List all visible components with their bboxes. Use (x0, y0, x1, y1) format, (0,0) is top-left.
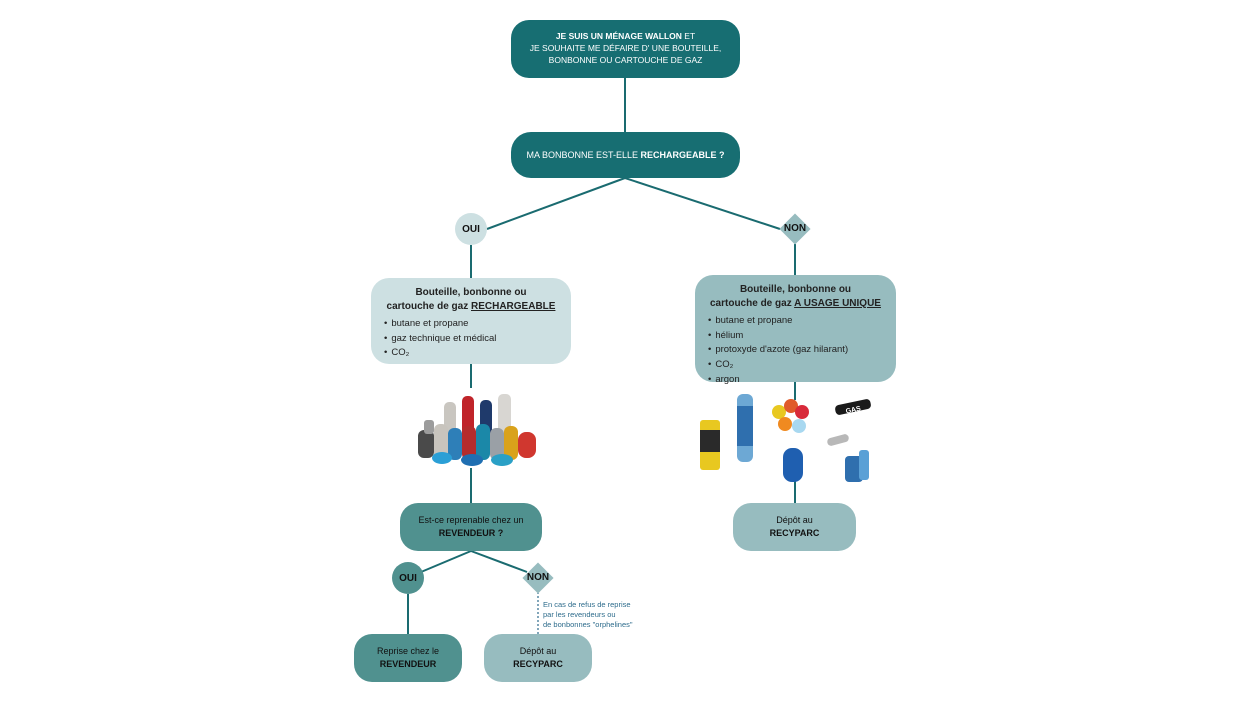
question-rechargeable-box: MA BONBONNE EST-ELLE RECHARGEABLE ? (511, 132, 740, 178)
single-use-info-box: Bouteille, bonbonne ou cartouche de gaz … (695, 275, 896, 385)
rechargeable-list: butane et propane gaz technique et médic… (383, 317, 559, 361)
list-item: gaz technique et médical (391, 332, 559, 347)
list-item: hélium (715, 329, 884, 344)
single-use-title-underlined: A USAGE UNIQUE (794, 297, 881, 309)
list-item: butane et propane (391, 317, 559, 332)
start-line3: BONBONNE OU CARTOUCHE DE GAZ (548, 54, 703, 65)
yes-branch-circle: OUI (455, 213, 487, 245)
yes-branch-label: OUI (462, 223, 480, 235)
reseller-no-label: NON (526, 572, 550, 583)
list-item: CO₂ (391, 346, 559, 361)
rechargeable-title-line2: cartouche de gaz (386, 300, 471, 312)
reseller-result-line1: Reprise chez le (376, 646, 440, 657)
single-use-cartridges-image: GAS (700, 394, 871, 482)
rechargeable-info-box: Bouteille, bonbonne ou cartouche de gaz … (371, 278, 571, 364)
refusal-note-line3: de bonbonnes "orphelines" (543, 619, 633, 629)
recyparc-right-line1: Dépôt au (776, 515, 813, 526)
single-use-title-line2: cartouche de gaz (710, 297, 795, 309)
refusal-note-line1: En cas de refus de reprise (543, 600, 631, 609)
start-bold: JE SUIS UN MÉNAGE WALLON (555, 31, 682, 42)
rechargeable-title-line1: Bouteille, bonbonne ou (415, 287, 527, 298)
list-item: butane et propane (715, 314, 884, 329)
start-line1-rest: ET (681, 31, 696, 42)
refillable-cylinders-image (418, 394, 536, 466)
gas-cartridge-label: GAS (845, 405, 862, 415)
list-item: CO₂ (715, 358, 884, 373)
recyparc-right-bold: RECYPARC (769, 528, 820, 538)
reseller-yes-label: OUI (399, 572, 417, 584)
question-rechargeable-text: MA BONBONNE EST-ELLE (526, 149, 641, 160)
recyparc-right-box: Dépôt au RECYPARC (733, 503, 856, 551)
refusal-note-line2: par les revendeurs ou (543, 609, 616, 619)
refusal-note: En cas de refus de reprise par les reven… (543, 600, 653, 629)
single-use-list: butane et propane hélium protoxyde d'azo… (707, 314, 884, 388)
question-reseller-bold: REVENDEUR ? (438, 528, 504, 538)
reseller-yes-circle: OUI (392, 562, 424, 594)
question-rechargeable-bold: RECHARGEABLE ? (640, 149, 725, 160)
reseller-result-bold: REVENDEUR (379, 659, 437, 669)
list-item: argon (715, 373, 884, 388)
start-line2: JE SOUHAITE ME DÉFAIRE D' UNE BOUTEILLE, (529, 43, 722, 54)
recyparc-left-line1: Dépôt au (519, 646, 557, 657)
question-reseller-line1: Est-ce reprenable chez un (418, 515, 524, 526)
recyparc-left-bold: RECYPARC (513, 659, 563, 669)
recyparc-left-box: Dépôt au RECYPARC (484, 634, 592, 682)
no-branch-label: NON (783, 223, 807, 234)
question-reseller-box: Est-ce reprenable chez un REVENDEUR ? (400, 503, 542, 551)
reseller-result-box: Reprise chez le REVENDEUR (354, 634, 462, 682)
list-item: protoxyde d'azote (gaz hilarant) (715, 343, 884, 358)
single-use-title-line1: Bouteille, bonbonne ou (739, 284, 852, 295)
start-box: JE SUIS UN MÉNAGE WALLON ET JE SOUHAITE … (511, 20, 740, 78)
rechargeable-title-underlined: RECHARGEABLE (471, 300, 556, 312)
